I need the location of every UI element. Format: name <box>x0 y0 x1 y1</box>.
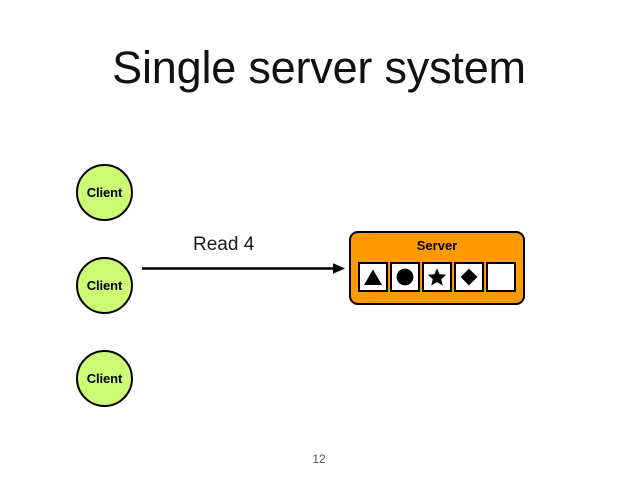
client-node-label: Client <box>86 185 123 200</box>
page-number: 12 <box>312 452 326 466</box>
server-cell-circle <box>390 262 420 292</box>
diamond-icon <box>460 268 478 286</box>
page-title: Single server system <box>112 42 526 93</box>
server-cell-row <box>358 262 516 292</box>
request-arrow-icon <box>142 263 345 274</box>
client-node: Client <box>76 164 133 221</box>
request-arrow-label: Read 4 <box>193 234 255 255</box>
star-icon <box>427 268 447 286</box>
client-node: Client <box>76 350 133 407</box>
server-box: Server <box>349 231 525 305</box>
circle-icon <box>396 268 414 286</box>
client-node-label: Client <box>86 278 123 293</box>
server-label: Server <box>416 238 458 253</box>
server-cell-triangle <box>358 262 388 292</box>
server-cell-star <box>422 262 452 292</box>
triangle-icon <box>364 269 382 285</box>
client-node-label: Client <box>86 371 123 386</box>
server-cell-empty <box>486 262 516 292</box>
client-node: Client <box>76 257 133 314</box>
server-cell-diamond <box>454 262 484 292</box>
